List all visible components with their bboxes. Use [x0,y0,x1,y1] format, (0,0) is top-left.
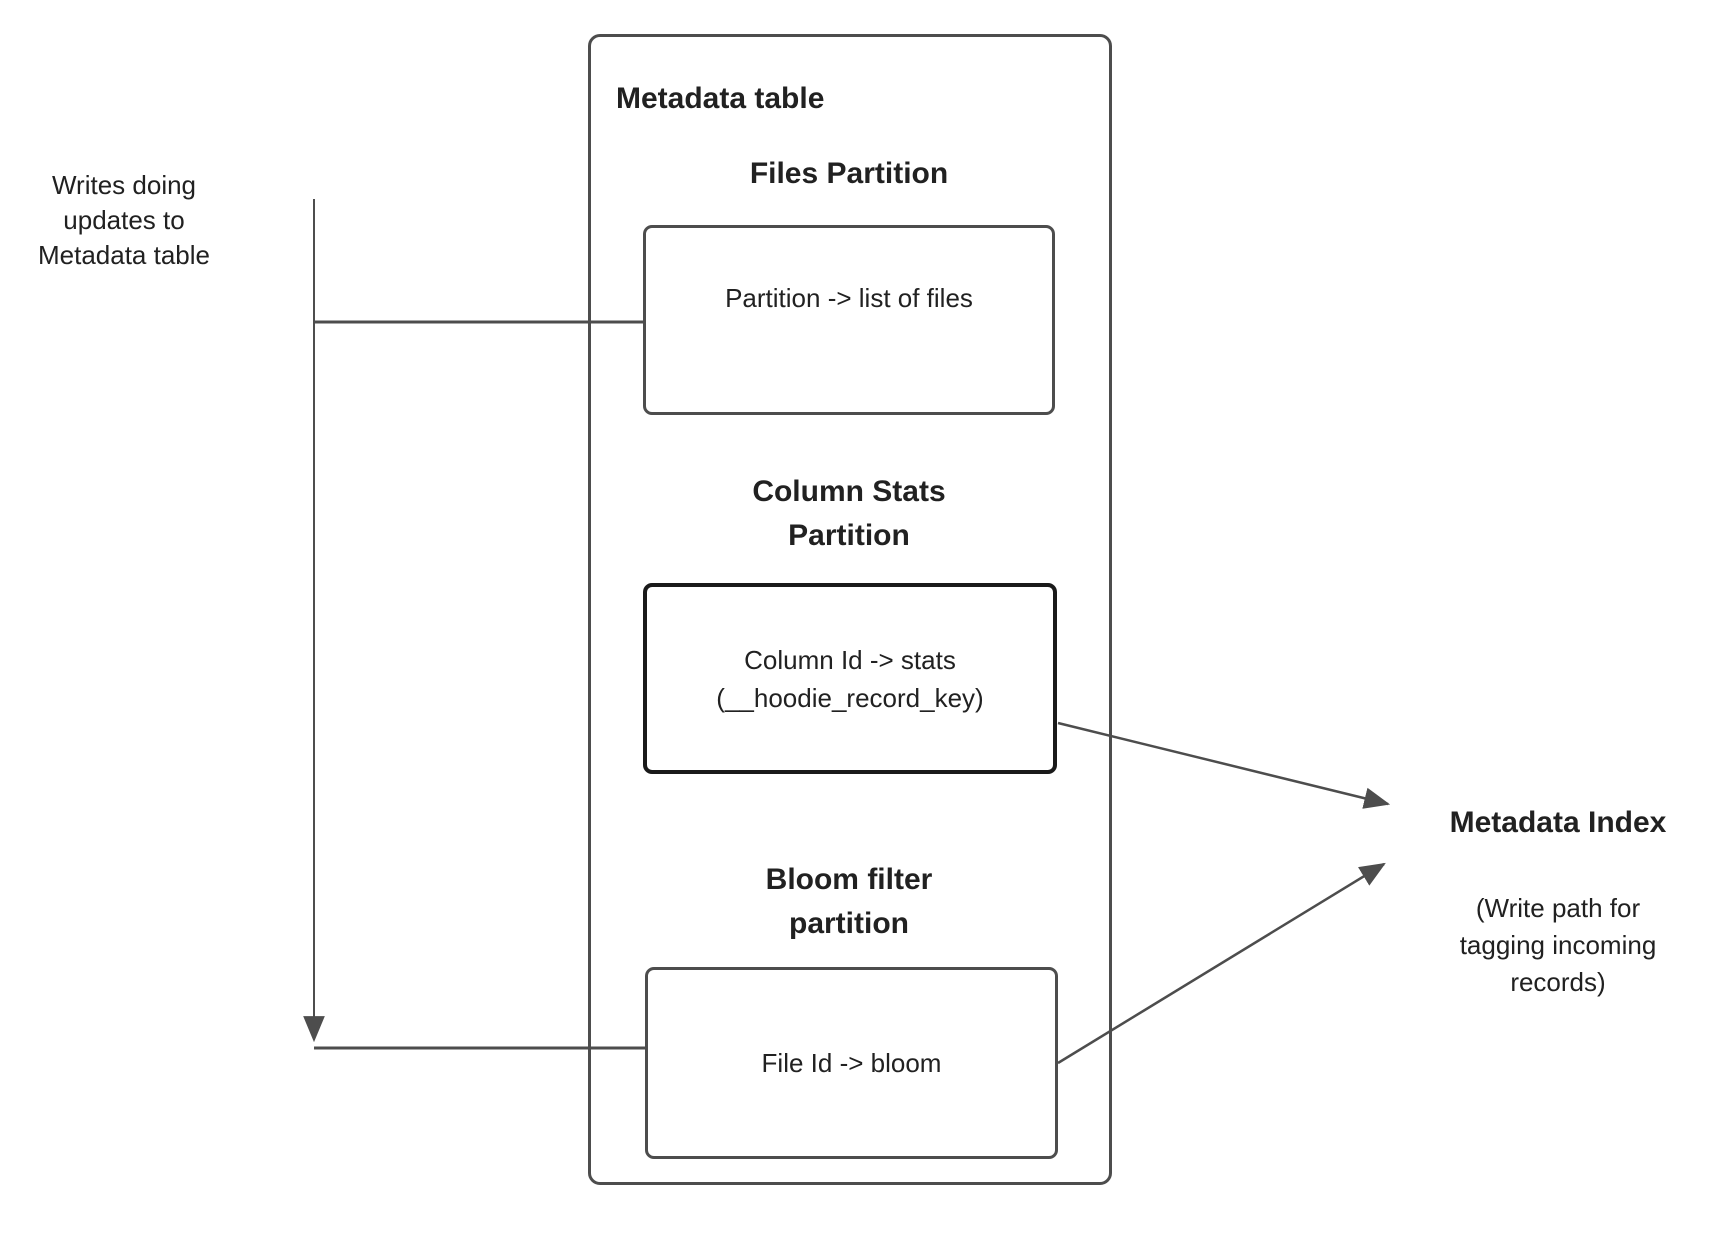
bloom-filter-partition-content: File Id -> bloom [761,1048,942,1078]
files-partition-content: Partition -> list of files [725,283,973,313]
bloom-filter-partition-heading: Bloom filter partition [765,863,933,940]
writes-note: Writes doing updates to Metadata table [37,170,210,270]
bloom-filter-partition-box: File Id -> bloom [645,967,1058,1159]
metadata-table-title: Metadata table [616,82,825,115]
metadata-index-title: Metadata Index [1449,806,1667,839]
column-stats-partition-box: Column Id -> stats (__hoodie_record_key) [643,583,1057,774]
column-stats-partition-content: Column Id -> stats (__hoodie_record_key) [716,644,984,713]
metadata-index-subtitle: (Write path for tagging incoming records… [1459,893,1657,997]
files-partition-box: Partition -> list of files [643,225,1055,415]
metadata-table-box [588,34,1112,1185]
files-partition-heading: Files Partition [749,157,949,190]
column-stats-partition-heading: Column Stats Partition [752,475,946,552]
